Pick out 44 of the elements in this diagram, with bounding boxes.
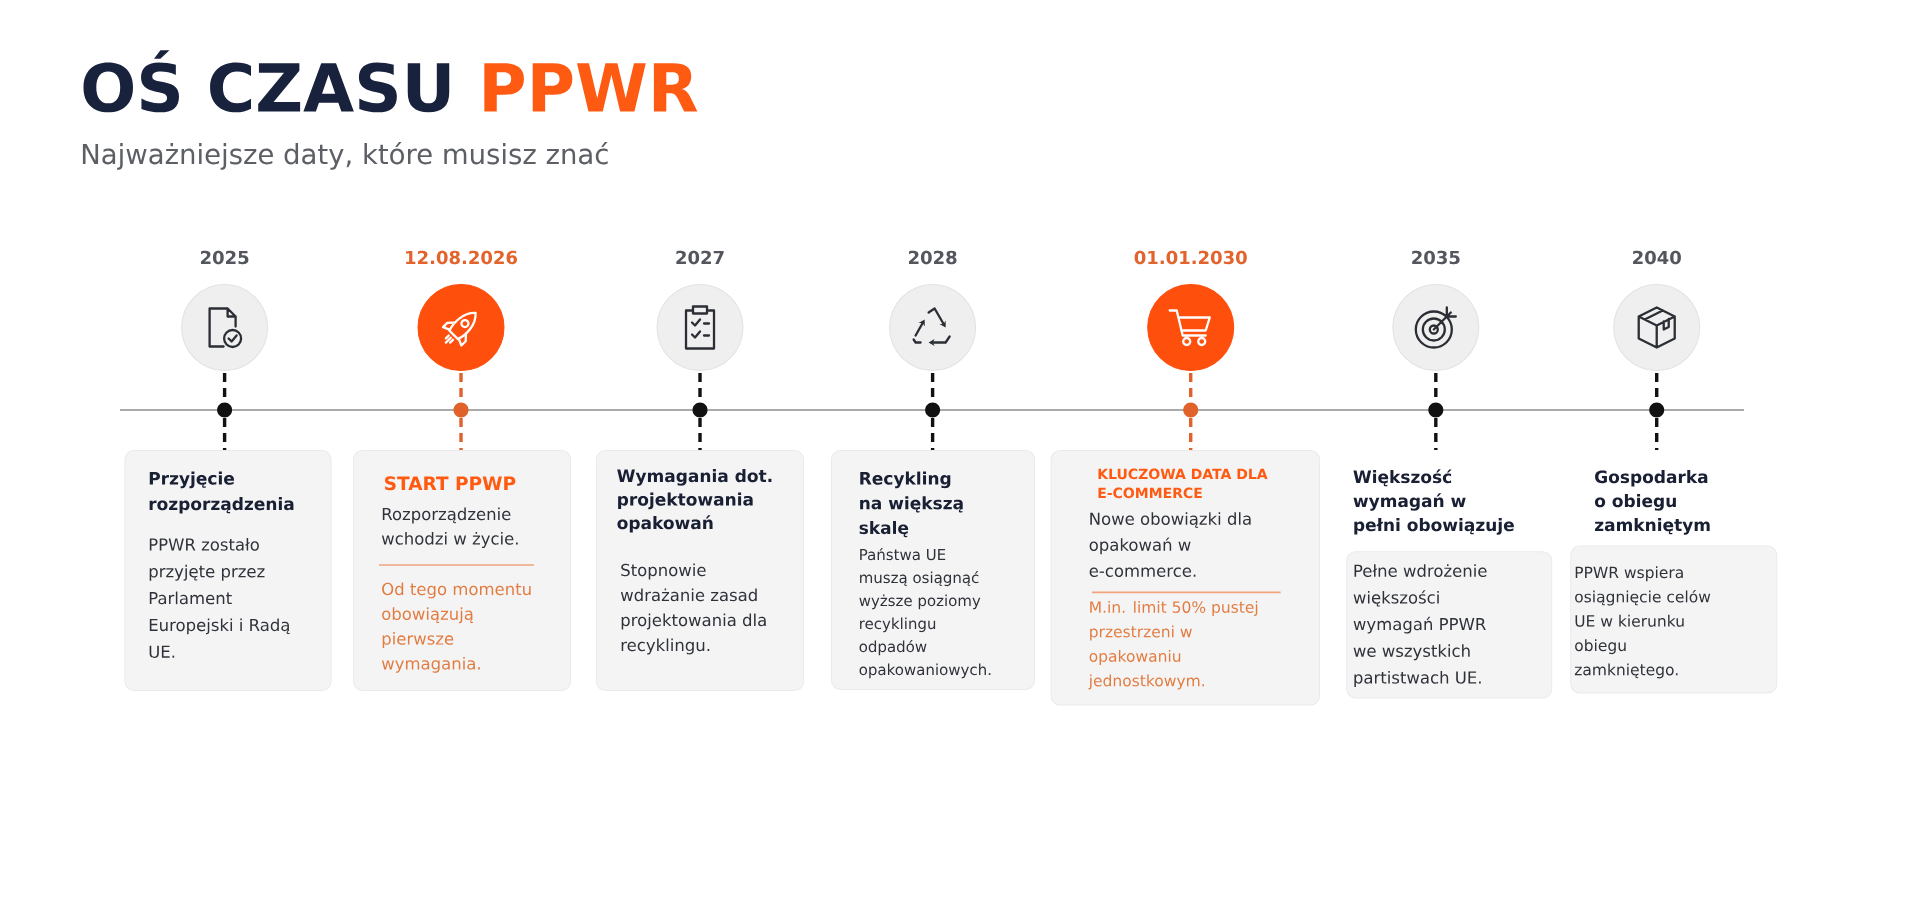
note-text: M.in. limit 50% pustej przestrzeni w opakowaniu jednostkowym. bbox=[1088, 600, 1258, 690]
year-label: 2035 bbox=[1412, 250, 1460, 265]
card-heading: KLUCZOWA DATA DLA E-COMMERCE bbox=[1098, 468, 1268, 499]
card-text: PPWR zostało przyjęte przez Parlament Europejski i Radą UE. bbox=[149, 538, 290, 658]
card-heading: Gospodarka o obiegu zamkniętym bbox=[1594, 470, 1710, 535]
subtitle: Najważniejsze daty, które musisz znać bbox=[82, 142, 608, 170]
card-text: Państwa UE muszą osiągnąć wyższe poziomy recyklingu odpadów opakowaniowych. bbox=[859, 547, 991, 679]
card bbox=[1050, 450, 1320, 706]
note-text: Od tego momentu obowiązują pierwsze wymagania. bbox=[381, 582, 531, 673]
year-label: 2028 bbox=[909, 250, 957, 265]
year-label: 2025 bbox=[201, 250, 249, 265]
card-text: Pełne wdrożenie większości wymagań PPWR we wszystkich partistwach UE. bbox=[1353, 564, 1487, 687]
icon-circle bbox=[1147, 284, 1235, 371]
card-text: Rozporządzenie wchodzi w życie. bbox=[381, 507, 518, 548]
card-heading: Wymagania dot. projektowania opakowań bbox=[617, 469, 772, 533]
year-label: 2027 bbox=[676, 250, 724, 265]
icon-circle bbox=[889, 284, 977, 371]
card bbox=[596, 450, 804, 691]
dashed-connector bbox=[1434, 373, 1438, 450]
card-heading: Większość wymagań w pełni obowiązuje bbox=[1353, 469, 1514, 535]
year-label: 01.01.2030 bbox=[1134, 250, 1247, 265]
dashed-connector bbox=[698, 373, 702, 450]
dashed-connector bbox=[1655, 373, 1659, 450]
card bbox=[124, 450, 332, 691]
icon-circle bbox=[1613, 284, 1701, 371]
icon-circle bbox=[656, 284, 744, 371]
card-text: PPWR wspiera osiągnięcie celów UE w kierunku obiegu zamkniętego. bbox=[1574, 566, 1711, 679]
title: OŚ CZASU PPWR bbox=[83, 50, 698, 113]
card-heading: Recykling na większą skalę bbox=[859, 471, 963, 538]
year-label: 12.08.2026 bbox=[406, 250, 517, 265]
icon-circle bbox=[181, 284, 269, 371]
card-text: Stopnowie wdrażanie zasad projektowania dla recyklingu. bbox=[620, 563, 766, 655]
card-heading: Przyjęcie rozporządzenia bbox=[149, 471, 294, 514]
dashed-connector bbox=[930, 373, 935, 450]
card bbox=[353, 450, 571, 691]
card-text: Nowe obowiązki dla opakowań w e-commerce. bbox=[1089, 512, 1251, 577]
dashed-connector bbox=[459, 373, 463, 450]
icon-circle bbox=[1392, 284, 1480, 371]
card bbox=[831, 450, 1035, 690]
icon-circle bbox=[417, 284, 505, 371]
dashed-connector bbox=[1189, 373, 1193, 450]
year-label: 2040 bbox=[1633, 250, 1681, 265]
dashed-connector bbox=[222, 373, 227, 450]
card-heading: START PPWP bbox=[385, 476, 516, 491]
